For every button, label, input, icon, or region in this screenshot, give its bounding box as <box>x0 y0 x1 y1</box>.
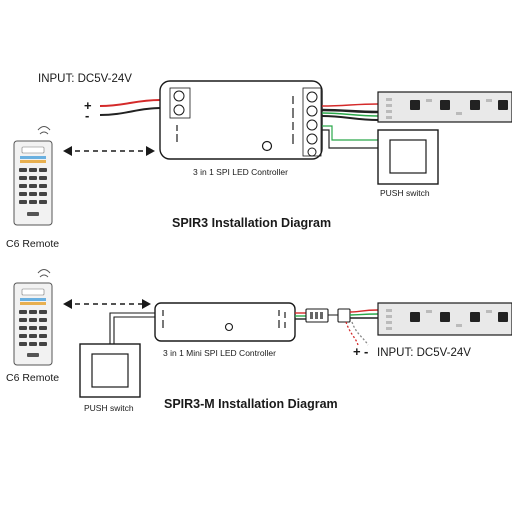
spir3-remote <box>13 126 53 226</box>
spir3-plus-label: + <box>84 98 92 113</box>
spir3m-switch-wires <box>109 312 155 344</box>
spir3-minus-label: - <box>85 108 90 123</box>
spir3-controller-label: 3 in 1 SPI LED Controller <box>193 167 288 177</box>
spir3-wireless-link <box>63 146 155 156</box>
spir3m-wireless-link <box>63 299 151 309</box>
spir3m-push-label: PUSH switch <box>84 403 134 413</box>
spir3-controller <box>159 80 323 160</box>
spir3-power-wires <box>99 99 161 116</box>
spir3m-controller <box>154 302 296 342</box>
spir3m-push-switch <box>79 343 141 398</box>
spir3m-output-wires <box>295 312 306 320</box>
spir3m-power-wires <box>345 309 379 346</box>
spir3-output-wires <box>321 103 379 149</box>
spir3m-input-label: INPUT: DC5V-24V <box>377 347 471 359</box>
spir3m-remote <box>13 269 53 366</box>
spir3m-plus-label: + <box>353 344 361 359</box>
spir3m-remote-label: C6 Remote <box>6 372 60 384</box>
spir3m-title: SPIR3-M Installation Diagram <box>164 397 338 411</box>
spir3-remote-label: C6 Remote <box>6 238 60 250</box>
spir3-push-label: PUSH switch <box>380 188 430 198</box>
spir3m-connector <box>305 308 351 323</box>
spir3m-minus-label: - <box>364 344 369 359</box>
spir3-title: SPIR3 Installation Diagram <box>172 216 332 230</box>
spir3m-controller-label: 3 in 1 Mini SPI LED Controller <box>163 348 276 358</box>
spir3-push-switch <box>377 129 439 185</box>
spir3-led-strip <box>377 91 512 123</box>
spir3m-led-strip <box>377 302 512 336</box>
spir3-input-label: INPUT: DC5V-24V <box>38 73 132 85</box>
